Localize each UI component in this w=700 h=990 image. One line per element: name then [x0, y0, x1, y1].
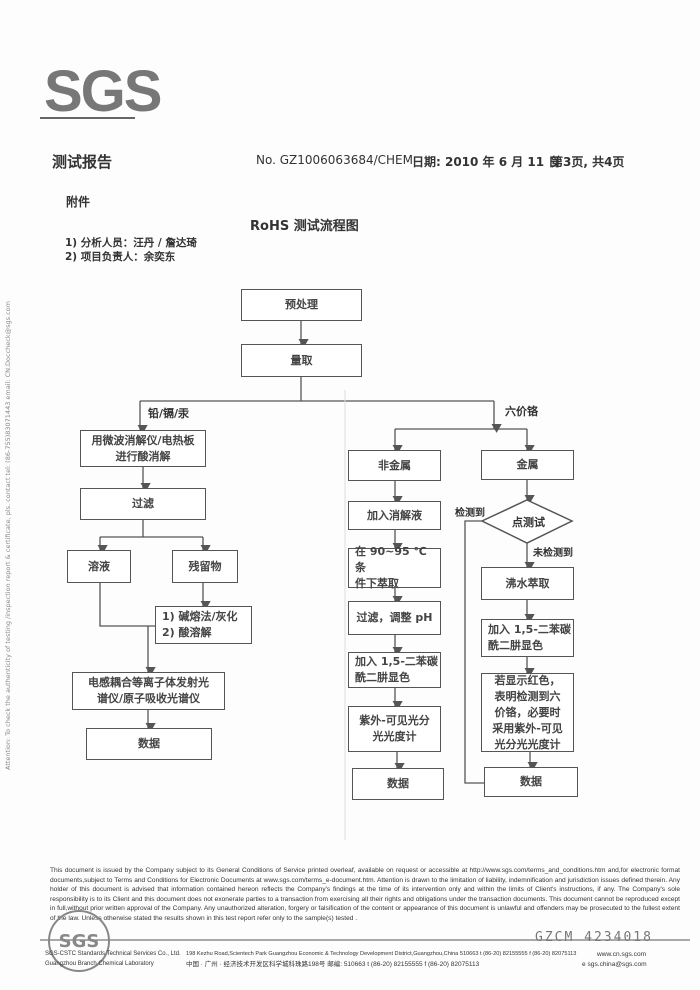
step-icp-aas: 电感耦合等离子体发射光 谱仪/原子吸收光谱仪 [72, 672, 225, 710]
label-not-detected: 未检测到 [533, 548, 573, 559]
company-lab: Guangzhou Branch Chemical Laboratory [45, 961, 154, 967]
step-acid-digestion: 用微波消解仪/电热板 进行酸消解 [80, 430, 206, 467]
branch-label-cr6: 六价铬 [505, 405, 538, 418]
sgs-logo: SGS [44, 59, 162, 124]
analyst: 1) 分析人员：汪丹 / 詹达琦 [65, 237, 197, 249]
step-data-right: 数据 [484, 767, 578, 797]
step-uv-vis-nonmetal: 紫外-可见光分 光光度计 [348, 706, 441, 752]
company-name-en: SGS-CSTC Standards Technical Services Co… [45, 951, 181, 957]
sgs-seal-stamp: SGS [48, 910, 110, 972]
logo-underline [40, 117, 135, 119]
step-alkali-fusion: 1) 碱熔法/灰化 2) 酸溶解 [155, 606, 252, 644]
decision-spot-test: 点测试 [512, 516, 545, 529]
address-en: 198 Kezhu Road,Scientech Park Guangzhou … [186, 951, 577, 957]
step-residue: 残留物 [172, 550, 238, 583]
step-filter: 过滤 [80, 488, 206, 520]
authenticity-side-note: Attention: To check the authenticity of … [4, 301, 12, 770]
terms-text: This document is issued by the Company s… [50, 867, 680, 922]
label-detected: 检测到 [455, 508, 485, 519]
step-add-dpc-metal: 加入 1,5-二苯碳 酰二肼显色 [481, 619, 574, 657]
staff-list: 1) 分析人员：汪丹 / 詹达琦 2) 项目负责人：余奕东 [65, 236, 197, 264]
website: www.cn.sgs.com [597, 951, 647, 958]
step-nonmetal: 非金属 [348, 450, 441, 481]
step-metal: 金属 [481, 450, 574, 480]
report-date: 日期: 2010 年 6 月 11 日 [412, 155, 561, 169]
step-data-mid: 数据 [352, 768, 444, 800]
step-add-digest-solution: 加入消解液 [348, 501, 441, 530]
branch-label-pb-cd-hg: 铅/镉/汞 [148, 407, 190, 420]
attachment-label: 附件 [66, 195, 91, 209]
step-solution: 溶液 [67, 550, 131, 583]
flow-title: RoHS 测试流程图 [250, 219, 359, 234]
report-number: No. GZ1006063684/CHEM [256, 153, 413, 167]
step-measure: 量取 [241, 344, 362, 377]
page-number: 第3页, 共4页 [551, 155, 625, 169]
address-cn: 中国 · 广州 · 经济技术开发区科学城科珠路198号 邮编: 510663 t… [186, 961, 480, 968]
step-data-left: 数据 [86, 728, 212, 760]
step-add-dpc-nonmetal: 加入 1,5-二苯碳 酰二肼显色 [348, 652, 441, 688]
serial-number: GZCM 4234018 [535, 930, 653, 945]
step-heat-extract: 在 90~95 ℃ 条 件下萃取 [348, 545, 441, 590]
step-boiling-water-extract: 沸水萃取 [481, 567, 574, 600]
report-title: 测试报告 [52, 153, 113, 171]
step-red-color-note: 若显示红色， 表明检测到六 价铬，必要时 采用紫外-可见 光分光光度计 [481, 673, 574, 752]
step-filter-ph: 过滤，调整 pH [348, 601, 441, 635]
email: e sgs.china@sgs.com [582, 961, 647, 968]
step-pretreatment: 预处理 [241, 289, 362, 321]
project-lead: 2) 项目负责人：余奕东 [65, 251, 176, 263]
